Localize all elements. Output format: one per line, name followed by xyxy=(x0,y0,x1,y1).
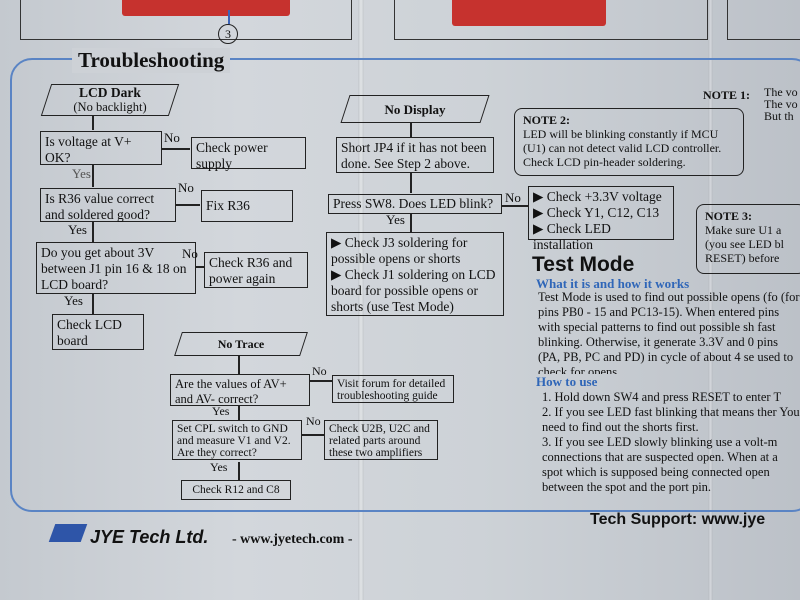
no-label: No xyxy=(306,414,321,428)
lcd-a2-box: Fix R36 xyxy=(201,190,293,222)
step-pointer xyxy=(228,10,230,24)
lcd-dark-title-block: LCD Dark (No backlight) xyxy=(46,85,174,115)
note1-line: The vo xyxy=(764,85,798,99)
arrow xyxy=(502,205,528,207)
note2-text: LED will be blinking constantly if MCU (… xyxy=(523,127,722,169)
lcd-q2-box: Is R36 value correct and soldered good? xyxy=(40,188,176,222)
pcb-image xyxy=(122,0,290,16)
fold-crease xyxy=(358,0,364,600)
note1-title: NOTE 1: xyxy=(703,88,751,102)
check-y1-item: ▶ Check Y1, C12, C13 xyxy=(533,205,660,220)
note1-line: The vo xyxy=(764,97,798,111)
test-mode-step: 3. If you see LED slowly blinking use a … xyxy=(542,435,778,494)
website: - www.jyetech.com - xyxy=(232,532,353,547)
test-mode-step: 2. If you see LED fast blinking that mea… xyxy=(542,405,800,434)
test-mode-step: 1. Hold down SW4 and press RESET to ente… xyxy=(542,390,782,404)
tech-support: Tech Support: www.jye xyxy=(590,511,766,528)
check-j3-item: ▶ Check J3 soldering for possible opens … xyxy=(331,235,468,266)
yes-label: Yes xyxy=(68,222,87,237)
arrow xyxy=(92,222,94,242)
no-display-yes-box: ▶ Check J3 soldering for possible opens … xyxy=(326,232,504,316)
no-trace-a1-box: Visit forum for detailed troubleshooting… xyxy=(332,375,454,403)
check-j3-text: Check J3 soldering for possible opens or… xyxy=(331,235,468,266)
pcb-image-2 xyxy=(452,0,606,26)
no-display-no-box: ▶ Check +3.3V voltage ▶ Check Y1, C12, C… xyxy=(528,186,674,252)
no-label: No xyxy=(164,130,180,145)
test-mode-steps: 1. Hold down SW4 and press RESET to ente… xyxy=(542,390,800,494)
no-label: No xyxy=(312,364,327,378)
yes-label: Yes xyxy=(386,212,405,227)
note1-line: But th xyxy=(764,109,794,123)
note3-title: NOTE 3: xyxy=(705,209,753,223)
arrow xyxy=(176,204,200,206)
arrow xyxy=(410,214,412,232)
arrow xyxy=(92,165,94,187)
test-mode-sub1: What it is and how it works xyxy=(536,276,690,291)
lcd-q3-box: Do you get about 3V between J1 pin 16 & … xyxy=(36,242,196,294)
note2-title: NOTE 2: xyxy=(523,113,571,127)
arrow xyxy=(302,434,324,436)
fold-crease-2 xyxy=(708,0,713,600)
no-trace-title: No Trace xyxy=(217,337,265,351)
arrow xyxy=(238,356,240,374)
no-label: No xyxy=(505,190,521,205)
test-mode-title: Test Mode xyxy=(532,253,635,276)
top-step-box-2 xyxy=(394,0,708,40)
jye-logo xyxy=(48,524,88,542)
lcd-a3-box: Check R36 and power again xyxy=(204,252,308,288)
check-led-item: ▶ Check LED installation xyxy=(533,221,611,252)
check-j1-text: Check J1 soldering on LCD board for poss… xyxy=(331,267,496,314)
lcd-dark-title: LCD Dark xyxy=(79,85,141,100)
note1-text: The vo The vo But th xyxy=(764,86,798,122)
company-name: JYE Tech Ltd. xyxy=(90,527,209,547)
note3-box: NOTE 3: Make sure U1 a (you see LED bl R… xyxy=(696,204,800,274)
no-display-title: No Display xyxy=(384,102,446,117)
arrow xyxy=(92,294,94,314)
yes-label: Yes xyxy=(212,404,230,418)
arrow xyxy=(238,406,240,420)
note3-text: Make sure U1 a (you see LED bl RESET) be… xyxy=(705,223,784,265)
arrow xyxy=(162,148,190,150)
no-label: No xyxy=(182,246,198,261)
top-step-box xyxy=(20,0,352,40)
arrow xyxy=(310,380,332,382)
yes-label: Yes xyxy=(72,166,91,181)
lcd-a4-box: Check LCD board xyxy=(52,314,144,350)
arrow xyxy=(410,173,412,193)
arrow xyxy=(410,123,412,137)
no-trace-a3-box: Check R12 and C8 xyxy=(181,480,291,500)
check-voltage-text: Check +3.3V voltage xyxy=(546,189,662,204)
check-y1-text: Check Y1, C12, C13 xyxy=(546,205,660,220)
arrow xyxy=(92,116,94,130)
arrow xyxy=(238,462,240,480)
lcd-dark-subtitle: (No backlight) xyxy=(73,100,147,114)
troubleshooting-frame xyxy=(10,58,800,512)
test-mode-sub2: How to use xyxy=(536,374,598,389)
check-voltage-item: ▶ Check +3.3V voltage xyxy=(533,189,662,204)
no-display-q1-box: Press SW8. Does LED blink? xyxy=(328,194,502,214)
check-led-text: Check LED installation xyxy=(533,221,611,252)
arrow xyxy=(196,266,204,268)
lcd-a1-box: Check power supply xyxy=(191,137,306,171)
check-j1-item: ▶ Check J1 soldering on LCD board for po… xyxy=(331,267,496,314)
no-trace-a2-box: Check U2B, U2C and related parts around … xyxy=(324,420,438,460)
yes-label: Yes xyxy=(210,460,228,474)
no-display-step1-box: Short JP4 if it has not been done. See S… xyxy=(336,137,494,173)
test-mode-body: Test Mode is used to find out possible o… xyxy=(538,290,800,374)
top-step-box-3 xyxy=(727,0,800,40)
note2-box: NOTE 2: LED will be blinking constantly … xyxy=(514,108,744,176)
yes-label: Yes xyxy=(64,293,83,308)
no-label: No xyxy=(178,180,194,195)
step-marker: 3 xyxy=(218,24,238,44)
lcd-q1-box: Is voltage at V+ OK? xyxy=(40,131,162,165)
section-title: Troubleshooting xyxy=(72,48,231,73)
no-trace-q2-box: Set CPL switch to GND and measure V1 and… xyxy=(172,420,302,460)
no-trace-q1-box: Are the values of AV+ and AV- correct? xyxy=(170,374,310,406)
